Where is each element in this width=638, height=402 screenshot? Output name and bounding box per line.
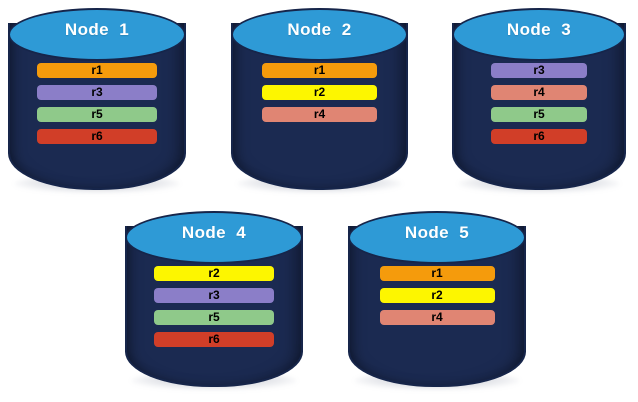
replica-bar[interactable]: r5 — [37, 107, 157, 122]
database-node-cylinder[interactable]: Node 1 r1 r3 r5 r6 — [8, 8, 186, 193]
node-label: Node 2 — [287, 20, 352, 39]
cylinder-top-ellipse — [348, 211, 526, 264]
database-node-cylinder[interactable]: Node 2 r1 r2 r4 — [231, 8, 408, 193]
replica-bar[interactable]: r1 — [379, 266, 495, 281]
replica-list: r1 r2 r4 — [231, 63, 408, 122]
replica-list: r1 r2 r4 — [348, 266, 526, 325]
cylinder-top-ellipse — [125, 211, 303, 264]
replica-list: r2 r3 r5 r6 — [125, 266, 303, 347]
database-node-cylinder[interactable]: Node 4 r2 r3 r5 r6 — [125, 211, 303, 390]
replica-list: r3 r4 r5 r6 — [452, 63, 626, 144]
replica-bar[interactable]: r1 — [262, 63, 377, 78]
replica-bar[interactable]: r4 — [262, 107, 377, 122]
cylinder-top-ellipse — [452, 8, 626, 61]
replica-bar[interactable]: r6 — [154, 332, 274, 347]
replica-bar[interactable]: r2 — [379, 288, 495, 303]
replica-bar[interactable]: r2 — [262, 85, 377, 100]
replica-list: r1 r3 r5 r6 — [8, 63, 186, 144]
replica-bar[interactable]: r6 — [491, 129, 587, 144]
replica-bar[interactable]: r6 — [37, 129, 157, 144]
replica-bar[interactable]: r3 — [37, 85, 157, 100]
cylinder-top-ellipse — [8, 8, 186, 61]
replica-bar[interactable]: r3 — [154, 288, 274, 303]
database-node-cylinder[interactable]: Node 3 r3 r4 r5 r6 — [452, 8, 626, 193]
replica-bar[interactable]: r3 — [491, 63, 587, 78]
replica-bar[interactable]: r4 — [491, 85, 587, 100]
node-label: Node 5 — [404, 223, 470, 242]
replica-bar[interactable]: r1 — [37, 63, 157, 78]
database-node-cylinder[interactable]: Node 5 r1 r2 r4 — [348, 211, 526, 390]
node-label: Node 3 — [506, 20, 572, 39]
replica-bar[interactable]: r4 — [379, 310, 495, 325]
replica-bar[interactable]: r5 — [491, 107, 587, 122]
replica-bar[interactable]: r5 — [154, 310, 274, 325]
cylinder-top-ellipse — [231, 8, 408, 61]
replica-bar[interactable]: r2 — [154, 266, 274, 281]
node-label: Node 1 — [64, 20, 130, 39]
node-label: Node 4 — [181, 223, 247, 242]
